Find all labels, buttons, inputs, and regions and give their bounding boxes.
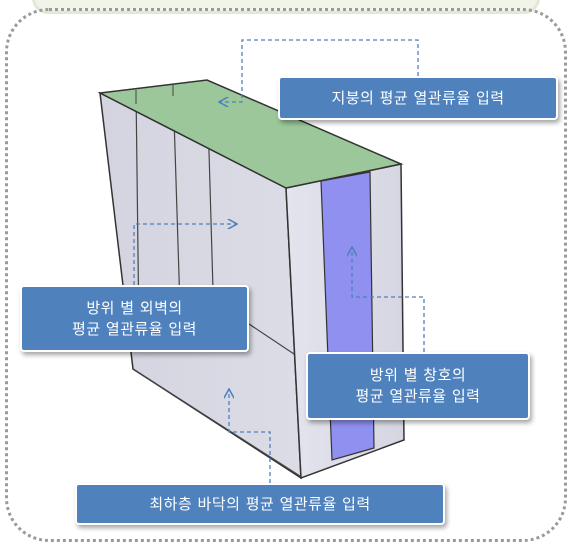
window-leader-line (352, 248, 425, 352)
dotted-frame (5, 8, 567, 542)
roof-leader-line (220, 39, 419, 102)
floor-leader-line (229, 390, 271, 483)
wall-leader-line (133, 224, 236, 285)
wall-floor-line (132, 368, 301, 477)
roof-u-value-label: 지붕의 평균 열관류율 입력 (278, 76, 558, 120)
window-u-value-label: 방위 별 창호의 평균 열관류율 입력 (306, 352, 530, 420)
wall-u-value-label: 방위 별 외벽의 평균 열관류율 입력 (20, 285, 249, 352)
building-roof (97, 79, 404, 189)
floor-u-value-label: 최하층 바닥의 평균 열관류율 입력 (75, 483, 445, 525)
